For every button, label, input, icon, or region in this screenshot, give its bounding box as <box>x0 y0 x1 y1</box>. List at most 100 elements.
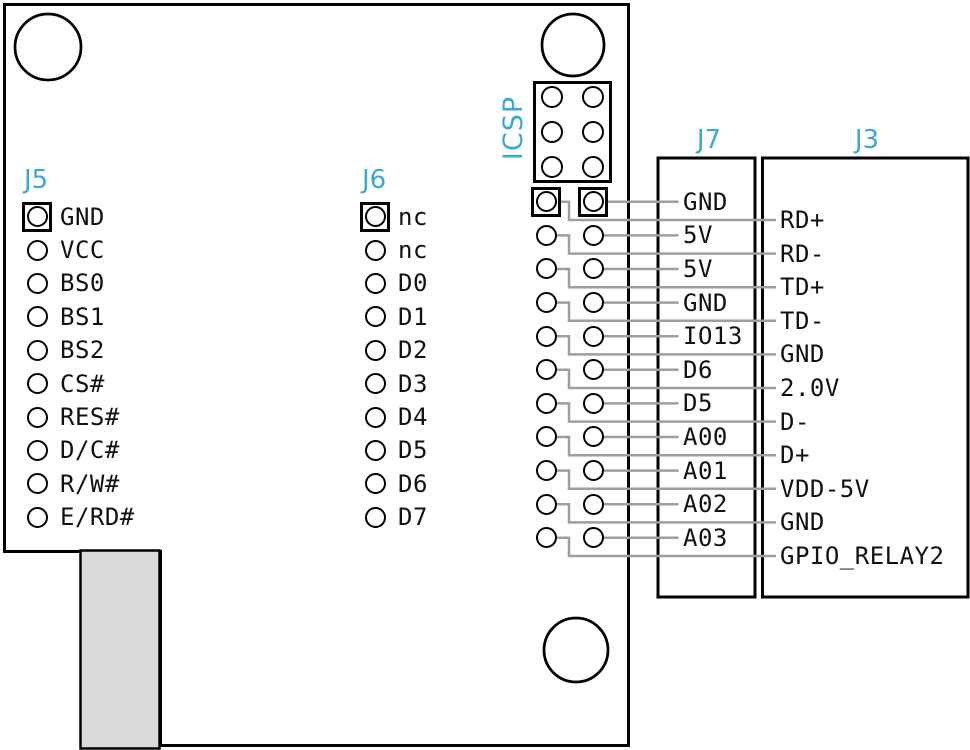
pin-pad <box>22 369 52 399</box>
header-pin-row <box>530 353 620 387</box>
pin-hole <box>582 224 604 246</box>
net-label: RD+ <box>780 205 825 234</box>
net-wire-j3 <box>546 469 776 491</box>
pin-hole <box>26 439 48 461</box>
pin-label: nc <box>398 236 428 265</box>
net-label: TD- <box>780 306 825 335</box>
pin-hole <box>535 258 557 280</box>
net-label: IO13 <box>683 322 743 351</box>
pin-hole <box>364 206 386 228</box>
net-label: GND <box>780 340 825 369</box>
pin-row: BS1 <box>22 300 135 333</box>
pin-hole <box>364 239 386 261</box>
pin-pad <box>22 402 52 432</box>
net-wire-j3 <box>546 435 776 457</box>
pin-label: R/W# <box>60 469 120 498</box>
icsp-pin-hole <box>541 156 563 178</box>
header-pin-row <box>530 387 620 421</box>
connector-ref-j3: J3 <box>854 125 880 155</box>
net-label: A00 <box>683 422 728 451</box>
icsp-pin-hole <box>582 121 604 143</box>
net-label: 5V <box>683 221 713 250</box>
net-wire-j3 <box>546 502 776 524</box>
pin-row: CS# <box>22 367 135 400</box>
pin-pad <box>360 469 390 499</box>
net-wire-j3 <box>546 402 776 423</box>
mounting-hole <box>540 12 606 78</box>
pin-label: BS1 <box>60 302 105 331</box>
net-label: A02 <box>683 490 728 519</box>
mounting-hole <box>13 12 83 82</box>
flex-tab <box>79 549 161 750</box>
net-label: 5V <box>683 254 713 283</box>
pin-hole <box>26 406 48 428</box>
j3-box <box>761 156 970 599</box>
pin-hole <box>535 292 557 314</box>
pin-hole <box>535 359 557 381</box>
net-label: D6 <box>683 355 713 384</box>
pin-label: nc <box>398 202 428 231</box>
pin-row: D7 <box>360 501 428 534</box>
pin-row: D5 <box>360 434 428 467</box>
pin-hole <box>582 493 604 515</box>
pin-row: D4 <box>360 400 428 433</box>
net-label: A01 <box>683 456 728 485</box>
pin-pad <box>22 335 52 365</box>
pin-label: D/C# <box>60 436 120 465</box>
pin-row: E/RD# <box>22 501 135 534</box>
pin-row: VCC <box>22 233 135 266</box>
pin-pad <box>360 435 390 465</box>
header-pin-row <box>530 521 620 555</box>
pin-hole <box>535 460 557 482</box>
pin-hole <box>26 306 48 328</box>
pin-pad <box>22 502 52 532</box>
pin-1-square-pad <box>22 201 52 232</box>
pin-hole <box>364 272 386 294</box>
pin-1-square-pad <box>531 186 561 217</box>
header-pin-row <box>530 319 620 353</box>
pin-hole <box>535 527 557 549</box>
pin-label: D5 <box>398 436 428 465</box>
pin-row: D/C# <box>22 434 135 467</box>
pin-pad <box>360 502 390 532</box>
pin-hole <box>26 473 48 495</box>
pin-row: R/W# <box>22 467 135 500</box>
icsp-pin-hole <box>541 121 563 143</box>
connector-ref-j7: J7 <box>696 125 722 155</box>
pin-pad <box>22 268 52 298</box>
pin-label: BS2 <box>60 336 105 365</box>
pin-row: BS2 <box>22 334 135 367</box>
pin-hole <box>364 506 386 528</box>
icsp-pin-hole <box>541 86 563 108</box>
pin-pad <box>22 302 52 332</box>
net-label: GND <box>683 187 728 216</box>
pin-hole <box>582 460 604 482</box>
pin-hole <box>582 292 604 314</box>
pin-hole <box>26 239 48 261</box>
pin-hole <box>364 439 386 461</box>
pin-label: D1 <box>398 302 428 331</box>
net-wire-j3 <box>546 536 776 558</box>
pin-row: D6 <box>360 467 428 500</box>
pin-label: BS0 <box>60 269 105 298</box>
pin-hole <box>364 373 386 395</box>
pin-hole <box>364 306 386 328</box>
pin-pad <box>360 402 390 432</box>
pin-pad <box>360 302 390 332</box>
pin-hole <box>535 426 557 448</box>
pin-hole <box>582 392 604 414</box>
pin-row: RES# <box>22 400 135 433</box>
pin-hole <box>582 258 604 280</box>
net-label: GND <box>683 288 728 317</box>
pin-hole <box>26 373 48 395</box>
pin-label: D2 <box>398 336 428 365</box>
net-label: TD+ <box>780 273 825 302</box>
icsp-pin-hole <box>582 86 604 108</box>
pin-label: RES# <box>60 403 120 432</box>
pin-label: GND <box>60 202 105 231</box>
pin-hole <box>26 506 48 528</box>
header-pin-field <box>530 185 620 555</box>
header-pin-row <box>530 219 620 253</box>
